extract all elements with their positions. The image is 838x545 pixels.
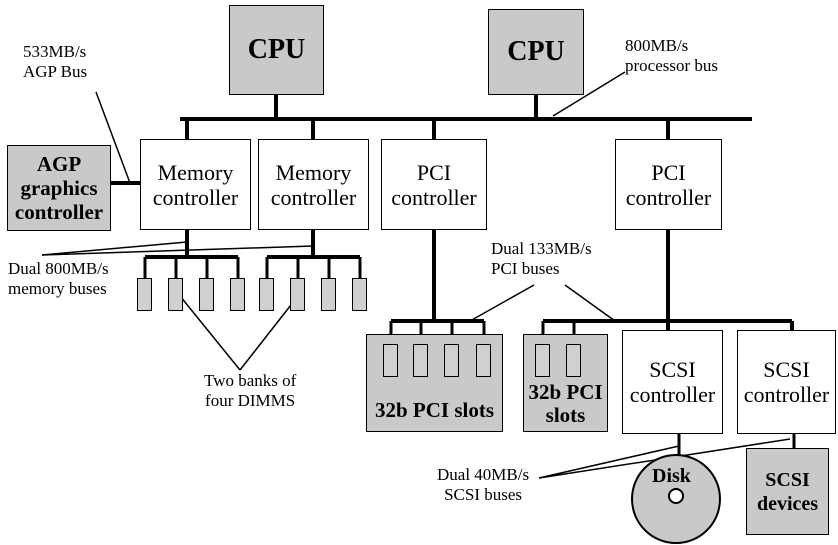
scsi-buses-annotation: Dual 40MB/s SCSI buses xyxy=(437,465,529,505)
scsi-devices-line1: SCSI xyxy=(765,468,810,491)
dimm-leader xyxy=(239,295,299,371)
pci-buses-annotation: Dual 133MB/s PCI buses xyxy=(491,239,592,279)
cpu-1: CPU xyxy=(229,5,324,95)
memory-controller-2: Memory controller xyxy=(258,139,369,230)
dimm xyxy=(290,278,305,311)
memory-controller-1: Memory controller xyxy=(140,139,251,230)
dimm-leader xyxy=(179,295,241,371)
dimm xyxy=(199,278,214,311)
pci-slots-1-label: 32b PCI slots xyxy=(374,398,495,422)
cpu-2-label: CPU xyxy=(507,36,565,67)
pci-slots-2-line1: 32b PCI xyxy=(528,380,603,404)
cpu-1-label: CPU xyxy=(247,34,306,65)
pci-buses-line2: PCI buses xyxy=(491,259,560,278)
membus-leader xyxy=(41,241,188,256)
agp-line3: controller xyxy=(14,200,104,224)
dimm xyxy=(137,278,152,311)
agp-bus-line2: AGP Bus xyxy=(23,62,88,81)
agp-graphics-controller: AGP graphics controller xyxy=(7,145,111,231)
pci-slots-1: 32b PCI slots xyxy=(366,334,503,432)
processor-bus-line1: 800MB/s xyxy=(625,36,689,55)
pcibus-leader xyxy=(469,284,535,322)
pcictl2-line2: controller xyxy=(625,184,712,210)
memctl2-line2: controller xyxy=(270,184,357,210)
pci-slot xyxy=(383,344,398,377)
pci-controller-1: PCI controller xyxy=(381,139,487,230)
memctl2-line1: Memory xyxy=(275,159,352,185)
pci-slot xyxy=(413,344,428,377)
scsictl1-line1: SCSI xyxy=(649,357,696,382)
memctl1-line1: Memory xyxy=(157,159,234,185)
scsi-devices-line2: devices xyxy=(756,492,819,515)
agp-line1: AGP xyxy=(36,152,82,176)
dimm xyxy=(352,278,367,311)
dimms-line1: Two banks of xyxy=(204,371,297,390)
pci-buses-line1: Dual 133MB/s xyxy=(491,239,592,258)
scsictl2-line1: SCSI xyxy=(763,357,810,382)
memory-buses-line2: memory buses xyxy=(8,279,107,298)
pci-slot xyxy=(566,344,581,377)
pcictl2-line1: PCI xyxy=(651,159,686,185)
agp-bus-annotation: 533MB/s AGP Bus xyxy=(23,42,87,82)
scsi-devices: SCSI devices xyxy=(746,448,829,535)
pcictl1-line1: PCI xyxy=(416,159,452,185)
pci-slot xyxy=(476,344,491,377)
pci-controller-2: PCI controller xyxy=(615,139,722,230)
dimms-annotation: Two banks of four DIMMS xyxy=(204,371,296,411)
pci-slot xyxy=(535,344,550,377)
pcibus-leader xyxy=(564,284,616,322)
agp-leader xyxy=(95,91,131,184)
scsictl1-line2: controller xyxy=(629,382,716,407)
scsi-buses-line1: Dual 40MB/s xyxy=(437,465,530,484)
agp-bus-line1: 533MB/s xyxy=(23,42,87,61)
agp-line2: graphics xyxy=(20,176,98,200)
memctl1-line2: controller xyxy=(152,184,239,210)
dimm xyxy=(321,278,336,311)
processor-bus-annotation: 800MB/s processor bus xyxy=(625,36,718,76)
disk-label: Disk xyxy=(652,465,691,487)
memory-buses-line1: Dual 800MB/s xyxy=(8,259,109,278)
scsi-buses-line2: SCSI buses xyxy=(444,485,523,504)
membus-leader xyxy=(41,245,314,256)
cpu-2: CPU xyxy=(488,9,584,95)
scsictl2-line2: controller xyxy=(743,382,830,407)
scsibus-leader xyxy=(538,445,680,479)
disk-hole xyxy=(668,488,684,504)
scsi-controller-1: SCSI controller xyxy=(622,330,723,434)
memory-buses-annotation: Dual 800MB/s memory buses xyxy=(8,259,109,299)
processor-bus-line2: processor bus xyxy=(625,56,719,75)
dimm xyxy=(230,278,245,311)
dimm xyxy=(168,278,183,311)
pci-slot xyxy=(444,344,459,377)
pci-slots-2-line2: slots xyxy=(545,403,586,427)
dimm xyxy=(259,278,274,311)
scsi-controller-2: SCSI controller xyxy=(737,330,836,434)
pcictl1-line2: controller xyxy=(391,184,477,210)
processor-bus-leader xyxy=(552,71,626,117)
dimms-line2: four DIMMS xyxy=(205,391,296,410)
